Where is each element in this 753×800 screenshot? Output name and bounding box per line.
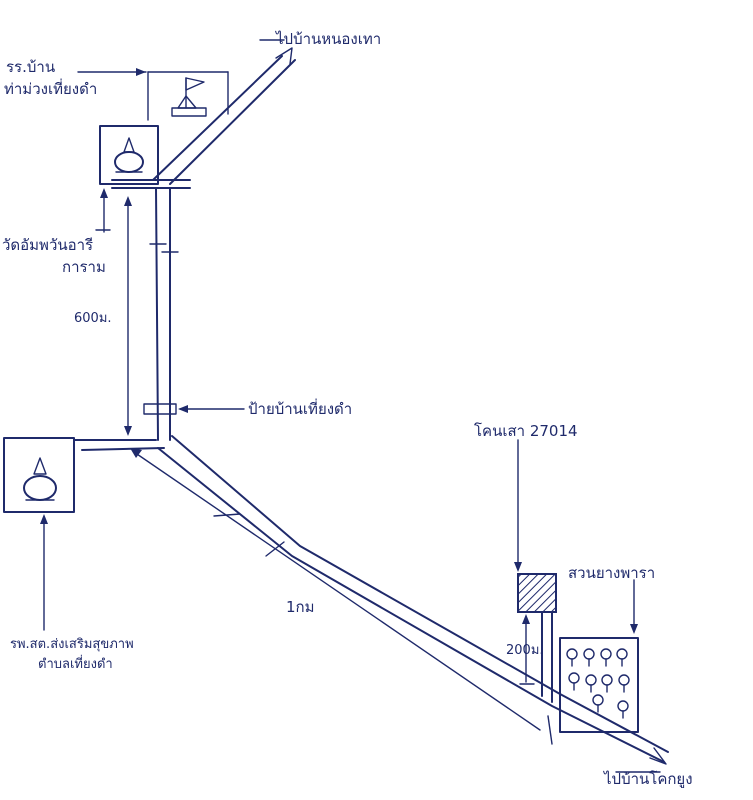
rubber-plantation <box>559 637 639 733</box>
flag-icon <box>185 77 205 109</box>
label-temple-line2: การาม <box>62 258 106 276</box>
road-pole-stub <box>541 611 553 703</box>
road-to-khok-yung <box>157 435 669 765</box>
label-distance-200: 200ม. <box>506 643 544 658</box>
label-to-nong-tao: ไปบ้านหนองเทา <box>275 30 381 48</box>
tree-icon <box>566 648 630 719</box>
label-distance-600: 600ม. <box>74 311 112 326</box>
health-center <box>3 437 75 513</box>
temple <box>99 125 159 185</box>
label-pole: โคนเสา 27014 <box>474 422 578 440</box>
road-network <box>73 47 669 765</box>
map-labels: ไปบ้านหนองเทา รร.บ้าน ท่าม่วงเที่ยงดำ วั… <box>2 30 693 788</box>
road-to-nong-tao <box>152 47 296 185</box>
label-temple: วัดอัมพวันอารี <box>2 236 93 254</box>
label-health-center: รพ.สต.ส่งเสริมสุขภาพ <box>10 637 134 652</box>
label-school-line2: ท่าม่วงเที่ยงดำ <box>4 78 97 98</box>
stupa-icon <box>114 137 144 173</box>
road-to-health-center <box>73 439 165 451</box>
leader-lines <box>40 39 661 773</box>
pole-box <box>517 573 557 613</box>
school <box>147 71 229 121</box>
label-rubber-plantation: สวนยางพารา <box>568 564 655 582</box>
pagoda-icon <box>177 95 197 109</box>
label-to-khok-yung: ไปบ้านโคกยูง <box>603 770 693 788</box>
village-sign <box>143 403 177 415</box>
road-vertical <box>149 187 179 441</box>
stupa-icon <box>23 457 57 501</box>
label-village-sign: ป้ายบ้านเที่ยงดำ <box>248 398 352 418</box>
road-temple-junction <box>111 179 191 189</box>
label-school: รร.บ้าน <box>6 58 55 76</box>
label-distance-1km: 1กม <box>286 598 315 616</box>
label-health-center-line2: ตำบลเที่ยงดำ <box>38 655 113 672</box>
